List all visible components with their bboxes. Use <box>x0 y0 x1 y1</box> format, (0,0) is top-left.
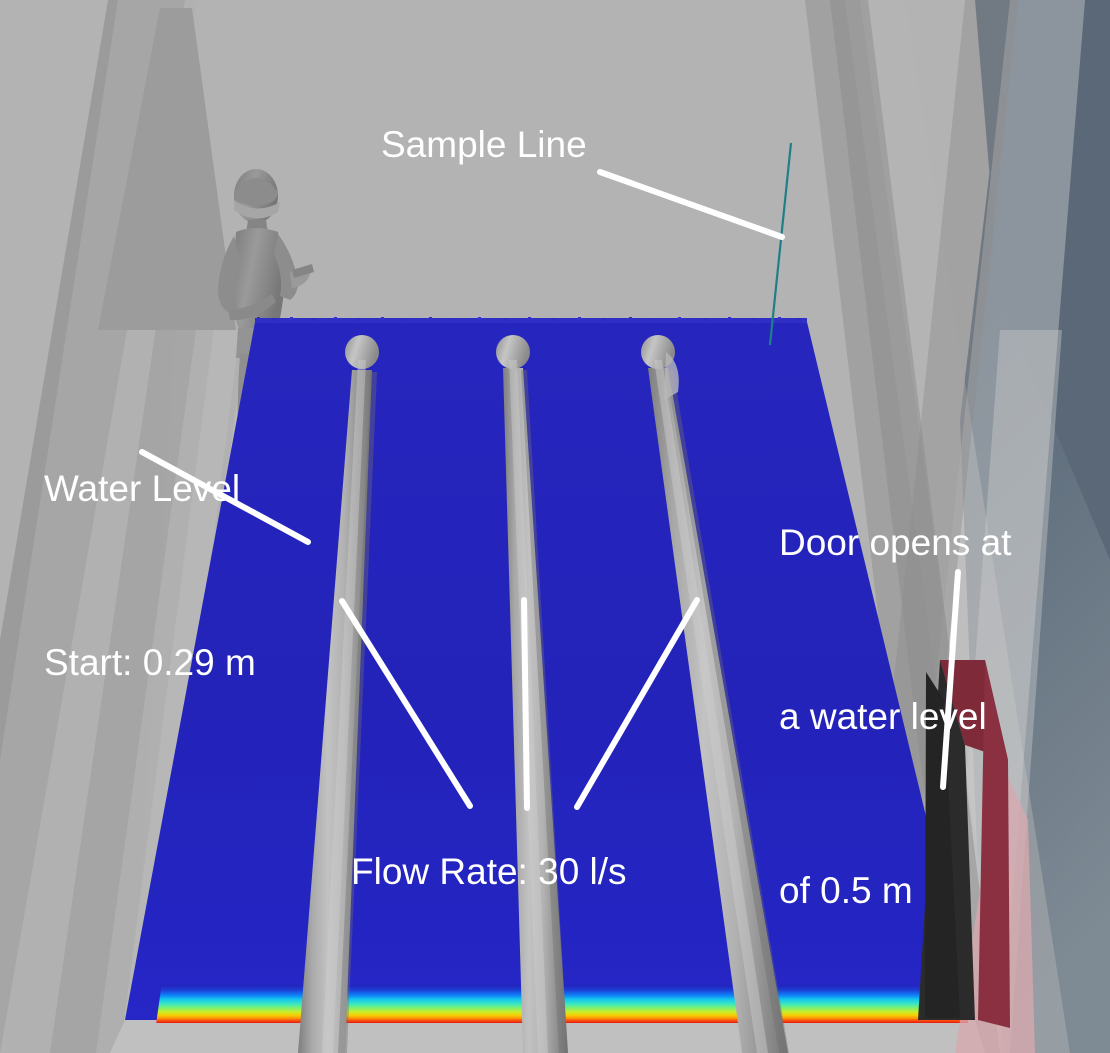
outside-wall-upper <box>975 0 1110 560</box>
leader-sample-line <box>597 169 785 240</box>
column-left-body <box>298 370 372 1053</box>
column-middle-cap <box>496 335 530 369</box>
column-left <box>298 335 379 1053</box>
column-middle-body <box>503 368 568 1053</box>
human-left-arm <box>218 236 240 312</box>
human-visor <box>234 200 280 219</box>
column-right-body <box>648 368 788 1053</box>
leader-lines <box>139 169 961 811</box>
column-right-skirt <box>664 352 679 400</box>
human-torso <box>232 228 284 332</box>
human-forearm-left <box>228 294 276 321</box>
water-surface-dither <box>255 317 807 323</box>
sample-line <box>768 142 793 346</box>
column-right-shadow <box>666 370 789 1053</box>
door-side-panel <box>978 660 1010 1028</box>
left-wall-slab-c <box>50 300 250 1053</box>
leader-door <box>940 569 961 790</box>
human-helmet <box>234 178 278 206</box>
left-pillar-wedge <box>98 8 236 330</box>
door-face-shadow <box>925 672 960 1018</box>
column-middle-shadow <box>521 370 568 1053</box>
column-left-shadow <box>338 372 377 1053</box>
door-group <box>918 660 1035 1053</box>
column-right <box>641 335 789 1053</box>
leader-flow-middle <box>521 597 530 811</box>
column-left-highlight <box>322 360 366 1053</box>
leader-water-level <box>139 449 311 545</box>
left-wall-slab-d <box>96 330 240 1053</box>
leader-flow-left <box>339 598 473 809</box>
human-device <box>292 264 314 278</box>
column-right-highlight <box>654 360 768 1053</box>
leader-flow-right <box>574 597 700 810</box>
column-left-cap <box>345 335 379 369</box>
